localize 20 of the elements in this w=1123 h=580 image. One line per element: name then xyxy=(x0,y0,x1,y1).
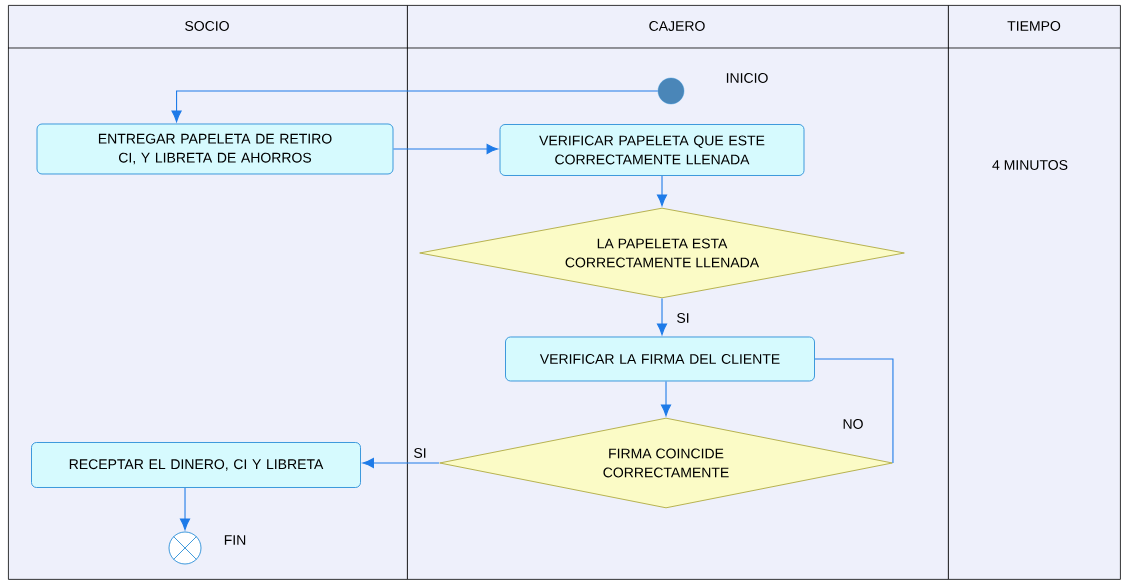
arrow xyxy=(171,90,659,123)
arrow xyxy=(180,487,191,531)
process-box: VERIFICAR PAPELETA QUE ESTE CORRECTAMENTE LLENADA xyxy=(499,124,805,176)
process-box: ENTREGAR PAPELETA DE RETIRO CI, Y LIBRETA DE AHORROS xyxy=(36,123,394,175)
arrow xyxy=(657,175,668,207)
arrow xyxy=(392,143,499,155)
process-box: VERIFICAR LA FIRMA DEL CLIENTE xyxy=(505,336,815,382)
connector-line xyxy=(814,358,894,464)
end-circle xyxy=(168,531,202,565)
arrow xyxy=(362,457,440,469)
edge-label: SI xyxy=(412,447,428,459)
edge-label: NO xyxy=(841,418,865,430)
swimlane: TIEMPO 4 MINUTOS xyxy=(948,5,1121,580)
process-box: RECEPTAR EL DINERO, CI Y LIBRETA xyxy=(31,442,361,488)
arrow xyxy=(657,297,668,336)
start-circle xyxy=(657,77,685,105)
node-caption: FIN xyxy=(224,535,246,545)
node-caption: INICIO xyxy=(726,73,768,83)
arrow xyxy=(661,380,672,417)
edge-label: SI xyxy=(675,312,691,324)
